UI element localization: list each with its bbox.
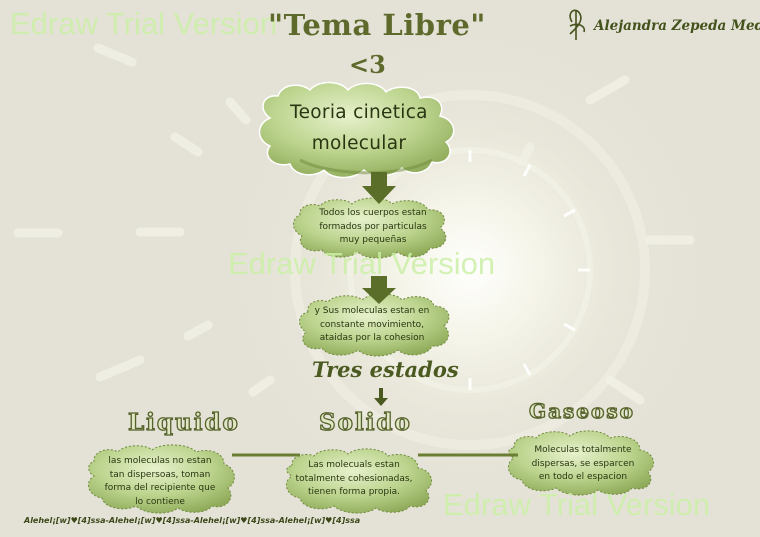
liquid-desc-line: lo contiene — [135, 496, 185, 507]
states-title: Tres estados — [312, 357, 459, 382]
step2-line: constante movimiento, — [319, 319, 425, 330]
main-node-line: Teoria cinetica — [290, 102, 428, 123]
step2-line: ataidas por la cohesion — [319, 333, 425, 343]
main-node-line: molecular — [311, 133, 407, 154]
step1-line: Todos los cuerpos estan — [319, 208, 427, 218]
solid-desc-line: tienen forma propia. — [307, 487, 401, 497]
footer-signature: Alehel¡[w]♥[4]ssa-Alehel¡[w]♥[4]ssa-Aleh… — [24, 516, 361, 525]
step1-text: Todos los cuerpos estan formados por par… — [302, 207, 444, 248]
watermark: Edraw Trial Version — [10, 6, 278, 41]
cloud-solid — [285, 448, 433, 514]
cloud-step2 — [299, 293, 450, 357]
liquid-label: Liquido — [127, 408, 240, 436]
gas-desc-line: dispersas, se esparcen — [531, 458, 635, 469]
gas-desc-line: en todo el espacion — [538, 472, 628, 482]
cloud-liquid — [87, 444, 235, 514]
cloud-gas — [507, 430, 655, 496]
step2-line: y Sus moleculas estan en — [314, 306, 430, 316]
step1-line: muy pequeñas — [339, 235, 407, 245]
main-node-text: Teoria cinetica molecular — [266, 97, 452, 159]
liquid-desc: las moleculas no estan tan dispersoas, t… — [98, 455, 222, 509]
down-arrow-icon — [362, 172, 396, 204]
gas-desc-line: Moleculas totalmente — [534, 445, 632, 455]
cloud-main — [258, 81, 455, 179]
heart-symbol: <3 — [349, 50, 386, 79]
liquid-desc-line: las moleculas no estan — [108, 456, 212, 466]
solid-label: Solido — [318, 408, 412, 436]
watermark: Edraw Trial Version — [228, 246, 496, 281]
solid-desc-line: totalmente cohesionadas, — [295, 473, 413, 484]
step1-line: formados por particulas — [319, 221, 427, 232]
page-title: "Tema Libre" — [268, 8, 486, 42]
signature-logo-icon — [569, 9, 586, 40]
liquid-desc-line: forma del recipiente que — [104, 483, 216, 493]
watermark: Edraw Trial Version — [443, 487, 711, 522]
step2-text: y Sus moleculas estan en constante movim… — [308, 305, 436, 346]
solid-desc: Las molecuals estan totalmente cohesiona… — [290, 459, 418, 500]
down-arrow-icon — [374, 388, 388, 406]
liquid-desc-line: tan dispersoas, toman — [109, 469, 211, 480]
author-name: Alejandra Zepeda Medina — [594, 18, 760, 34]
gas-label: Gaseoso — [528, 398, 635, 423]
down-arrow-icon — [362, 276, 396, 304]
cloud-step1 — [293, 197, 447, 259]
gas-desc: Moleculas totalmente dispersas, se espar… — [518, 444, 648, 485]
solid-desc-line: Las molecuals estan — [308, 460, 400, 470]
